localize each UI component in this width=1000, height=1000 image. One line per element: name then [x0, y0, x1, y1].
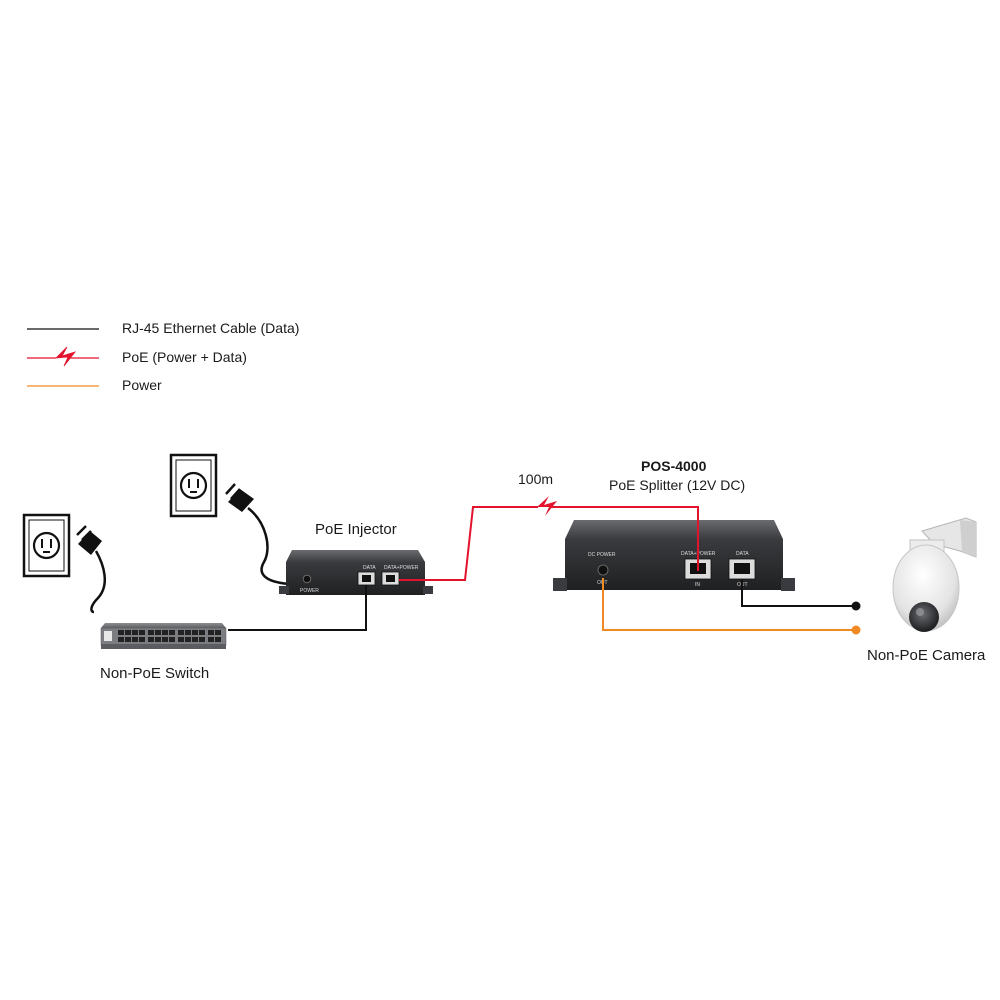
splitter-subtitle: PoE Splitter (12V DC) [609, 477, 746, 493]
power-plug-injector [225, 483, 291, 586]
injector-port-label-data: DATA [363, 565, 376, 571]
injector-port-label-power: POWER [300, 588, 319, 594]
legend-label-power: Power [122, 377, 162, 393]
legend-label-data: RJ-45 Ethernet Cable (Data) [122, 320, 300, 336]
legend-swatches [27, 328, 99, 387]
injector-power-jack [302, 574, 312, 584]
injector-port-label-data-power: DATA+POWER [384, 565, 419, 571]
dome-camera [892, 517, 977, 632]
cable-splitter-power-to-camera [602, 578, 856, 631]
pos-4000-splitter: DC POWER OUT DATA+POWER IN DATA OUT [553, 520, 795, 591]
power-plug-switch [76, 525, 106, 614]
splitter-port-label-data: DATA [736, 551, 749, 557]
injector-label: PoE Injector [315, 521, 397, 538]
wall-outlet-switch [22, 513, 71, 578]
splitter-model: POS-4000 [641, 458, 707, 474]
wall-outlet-injector [169, 453, 218, 518]
legend-poe-bolt [27, 346, 99, 367]
distance-label: 100m [518, 471, 554, 487]
camera-lens [909, 602, 939, 632]
cable-switch-to-injector [228, 585, 367, 631]
camera-label: Non-PoE Camera [867, 647, 986, 664]
splitter-port-label-dc-power: DC POWER [588, 552, 616, 558]
splitter-dc-jack [597, 564, 609, 576]
cable-splitter-data-to-camera [741, 579, 856, 607]
non-poe-switch [100, 623, 227, 649]
cables [228, 496, 861, 635]
poe-injector: POWER DATA DATA+POWER [279, 550, 433, 595]
switch-ports [118, 630, 221, 642]
splitter-port-label-in: IN [695, 582, 700, 588]
legend-label-poe: PoE (Power + Data) [122, 349, 247, 365]
switch-label: Non-PoE Switch [100, 665, 210, 682]
cable-poe-injector-to-splitter [399, 496, 699, 581]
